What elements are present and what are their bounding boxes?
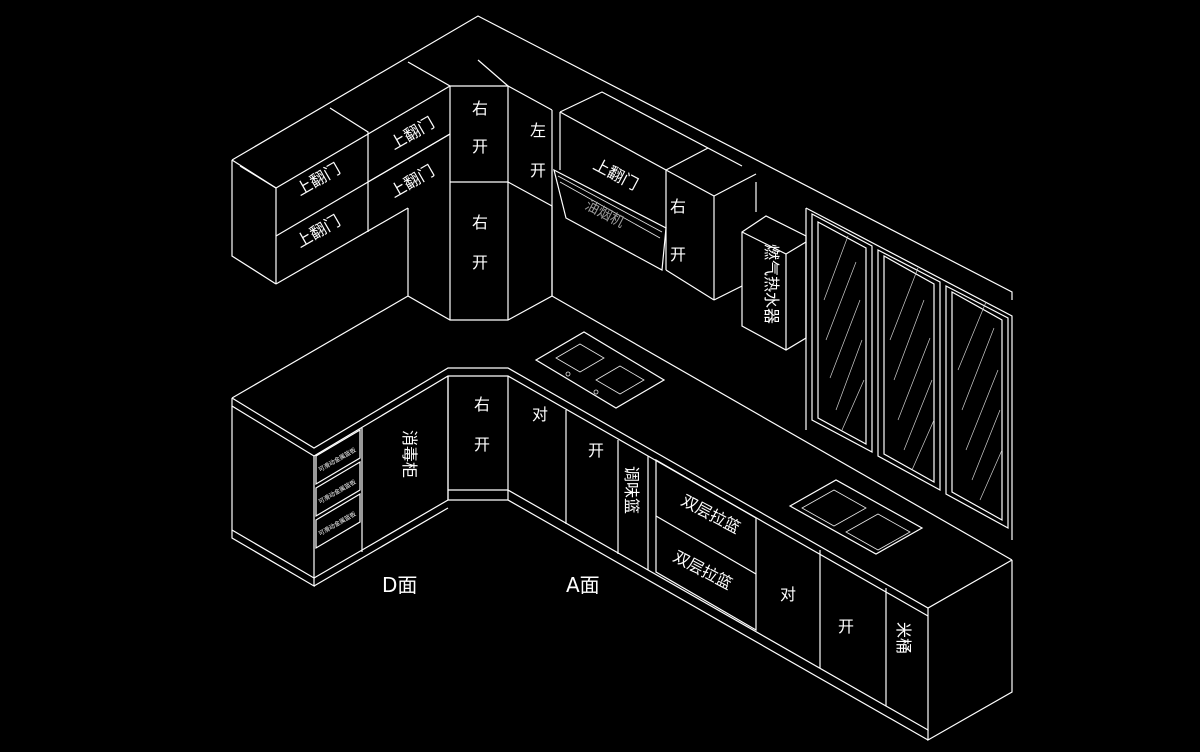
label-opposite-open-a1: 对 xyxy=(532,405,548,424)
range-hood xyxy=(553,168,667,271)
label-metal-basket-3: 可滑动金属篮板 xyxy=(317,510,357,538)
label-flip-up-5: 上翻门 xyxy=(590,155,641,194)
water-heater xyxy=(741,215,807,351)
label-sterilizer-1: 消毒柜 xyxy=(400,430,419,478)
label-right-open-base-1: 右 xyxy=(474,395,490,414)
label-face-d: D面 xyxy=(382,573,417,597)
label-water-heater: 燃气热水器 xyxy=(762,244,781,324)
wall-cabinets-d-side xyxy=(231,15,1013,320)
label-right-open-base-2: 开 xyxy=(474,435,490,454)
label-right-open-wall-2: 开 xyxy=(670,245,686,264)
label-opposite-open-b2: 开 xyxy=(838,617,854,636)
label-opposite-open-b1: 对 xyxy=(780,585,796,604)
label-flip-up-2: 上翻门 xyxy=(293,211,344,251)
label-right-open-wall-1: 右 xyxy=(670,197,686,216)
label-face-a: A面 xyxy=(566,573,600,597)
label-range-hood: 油烟机 xyxy=(582,197,627,231)
label-right-open-lower-2: 开 xyxy=(472,253,488,272)
base-cabinets-a-side xyxy=(447,376,1013,742)
cooktop xyxy=(534,331,666,409)
back-wall-windows xyxy=(805,207,1013,540)
label-metal-basket-2: 可滑动金属篮板 xyxy=(317,478,357,506)
label-flip-up-1: 上翻门 xyxy=(293,159,344,199)
sink xyxy=(788,479,924,555)
label-opposite-open-a2: 开 xyxy=(588,441,604,460)
base-cabinets-d-side xyxy=(231,376,449,588)
label-right-open-upper-2: 开 xyxy=(472,137,488,156)
label-right-open-upper-1: 右 xyxy=(472,99,488,118)
label-double-basket-1: 双层拉篮 xyxy=(678,491,743,538)
label-right-open-lower-1: 右 xyxy=(472,213,488,232)
label-left-open-2: 开 xyxy=(530,161,546,180)
corner-wall-unit xyxy=(407,59,553,321)
label-seasoning-basket: 调味篮 xyxy=(622,466,641,514)
label-rice-bin: 米桶 xyxy=(894,622,913,654)
label-left-open-1: 左 xyxy=(530,121,546,140)
